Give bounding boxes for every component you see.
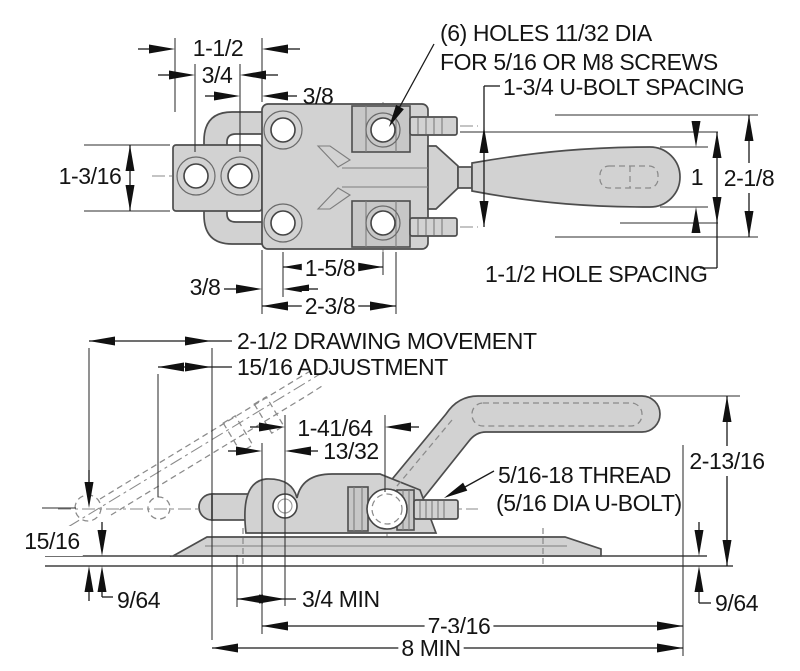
dim-edge-offset-top: 3/8 — [303, 83, 334, 109]
top-view-holes — [176, 110, 401, 243]
handle-grip-hidden-line — [599, 165, 659, 189]
dim-length-overall-min: 8 MIN — [401, 635, 460, 661]
dim-pivot-distance: 1-41/64 — [297, 415, 373, 441]
handle-grip-top-view — [471, 146, 681, 208]
dim-bolt-drop: 15/16 — [24, 528, 80, 554]
dim-handle-width: 1 — [691, 164, 703, 190]
dim-hole-pitch: 1-5/8 — [305, 255, 355, 281]
dim-hole-offset: 3/4 — [202, 62, 233, 88]
phantom-nut-1 — [222, 414, 254, 454]
handle-neck — [457, 166, 473, 189]
dim-clearance-right: 9/64 — [715, 590, 759, 616]
dim-latch-offset: 13/32 — [323, 438, 379, 464]
note-holes-line2: FOR 5/16 OR M8 SCREWS — [440, 49, 718, 75]
dim-overall-height-side-view: 2-13/16 — [689, 448, 764, 474]
guide-chevron-top — [316, 145, 352, 168]
note-thread-line1: 5/16-18 THREAD — [498, 462, 671, 488]
note-thread-line2: (5/16 DIA U-BOLT) — [496, 490, 682, 516]
pivot-nut-left — [347, 486, 369, 532]
side-view-dimensions: 2-1/2 DRAWING MOVEMENT 15/16 ADJUSTMENT … — [21, 328, 768, 663]
dim-plate-width: 1-1/2 — [193, 35, 243, 61]
dim-overall-height-top-view: 2-1/8 — [724, 165, 774, 191]
threaded-stud — [413, 499, 459, 520]
top-view: 1-1/2 3/4 3/8 1-3/16 (6) HOLES 11/32 DIA… — [59, 20, 778, 321]
dim-clearance-left: 9/64 — [117, 587, 161, 613]
body-tongue — [427, 145, 459, 210]
guide-chevron-bottom — [316, 187, 352, 210]
top-view-dimensions: 1-1/2 3/4 3/8 1-3/16 (6) HOLES 11/32 DIA… — [59, 20, 778, 321]
pivot-eye — [366, 488, 408, 530]
dim-plate-height: 1-3/16 — [59, 163, 122, 189]
phantom-nut-2 — [253, 395, 285, 435]
note-holes-line1: (6) HOLES 11/32 DIA — [440, 20, 653, 46]
handle-hidden-line — [471, 402, 643, 427]
dim-adjustment: 15/16 ADJUSTMENT — [237, 354, 448, 380]
dim-hole-spacing: 1-1/2 HOLE SPACING — [485, 261, 707, 287]
handle-side-view — [348, 395, 661, 531]
side-view: 2-1/2 DRAWING MOVEMENT 15/16 ADJUSTMENT … — [21, 328, 768, 663]
dim-edge-offset-bottom: 3/8 — [190, 274, 221, 300]
dim-ubolt-spacing: 1-3/4 U-BOLT SPACING — [503, 74, 744, 100]
dim-engagement-min: 3/4 MIN — [302, 586, 380, 612]
dim-body-length: 2-3/8 — [305, 293, 355, 319]
dim-drawing-movement: 2-1/2 DRAWING MOVEMENT — [237, 328, 537, 354]
